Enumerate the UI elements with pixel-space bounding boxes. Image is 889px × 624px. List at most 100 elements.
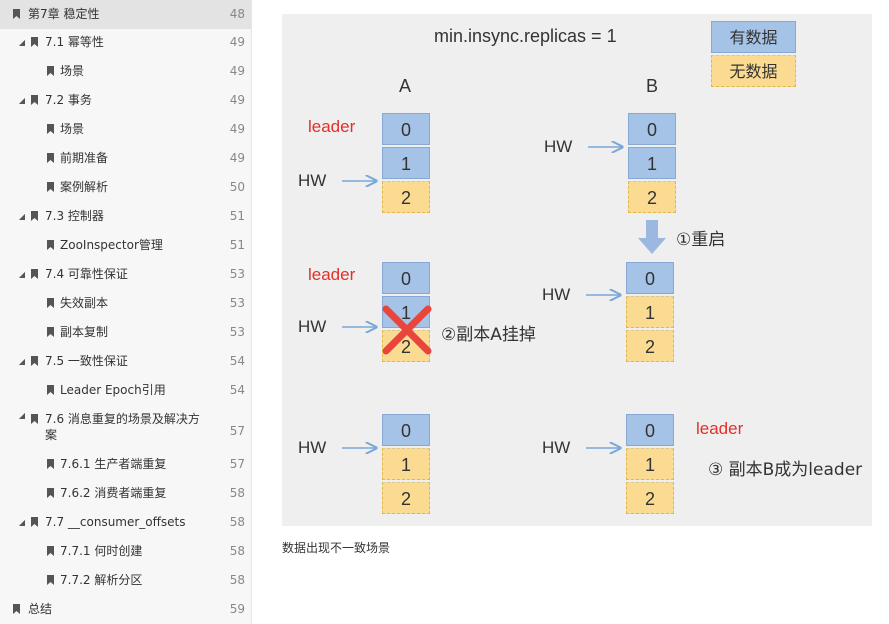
- hw-label: HW: [542, 438, 571, 457]
- leader-label: leader: [308, 265, 356, 284]
- toc-page: 58: [229, 573, 245, 587]
- toc-item-7-2-scene[interactable]: 场景 49: [0, 115, 251, 144]
- toc-item-7-6[interactable]: ◢ 7.6 消息重复的场景及解决方案 57: [0, 405, 251, 449]
- toc-page: 49: [229, 151, 245, 165]
- log-entry: 2: [382, 482, 430, 514]
- bookmark-icon: [31, 37, 38, 47]
- legend-no-data: 无数据: [711, 55, 796, 87]
- bookmark-icon: [13, 604, 20, 614]
- toc-item-summary[interactable]: 总结 59: [0, 595, 251, 624]
- log-entry: 0: [382, 262, 430, 294]
- toc-item-7-7-1[interactable]: 7.7.1 何时创建 58: [0, 537, 251, 566]
- toc-item-chapter7[interactable]: 第7章 稳定性 48: [0, 0, 251, 29]
- toc-label: 场景: [60, 64, 85, 78]
- toc-item-7-1[interactable]: ◢ 7.1 幂等性 49: [0, 28, 251, 57]
- toc-item-7-1-scene[interactable]: 场景 49: [0, 57, 251, 86]
- step-crash-label: ②副本A挂掉: [441, 325, 536, 345]
- collapse-triangle-icon[interactable]: ◢: [18, 518, 26, 527]
- toc-page: 53: [229, 296, 245, 310]
- toc-item-7-5[interactable]: ◢ 7.5 一致性保证 54: [0, 347, 251, 376]
- bookmark-icon: [31, 517, 38, 527]
- down-arrow-icon: [638, 220, 666, 254]
- bookmark-icon: [31, 356, 38, 366]
- toc-item-7-7[interactable]: ◢ 7.7 __consumer_offsets 58: [0, 508, 251, 537]
- log-entry: 2: [626, 330, 674, 362]
- collapse-triangle-icon[interactable]: ◢: [18, 96, 26, 105]
- hw-label: HW: [298, 317, 327, 336]
- legend-has-data: 有数据: [711, 21, 796, 53]
- toc-label: 7.1 幂等性: [45, 35, 104, 49]
- log-entry: 1: [626, 296, 674, 328]
- collapse-triangle-icon[interactable]: ◢: [18, 212, 26, 221]
- toc-label: 7.4 可靠性保证: [45, 267, 128, 281]
- toc-item-7-7-2[interactable]: 7.7.2 解析分区 58: [0, 566, 251, 595]
- bookmark-icon: [47, 153, 54, 163]
- hw-label: HW: [298, 438, 327, 457]
- collapse-triangle-icon[interactable]: ◢: [18, 357, 26, 366]
- bookmark-icon: [47, 488, 54, 498]
- bookmark-icon: [47, 240, 54, 250]
- bookmark-icon: [47, 66, 54, 76]
- bookmark-icon: [47, 182, 54, 192]
- toc-label: 7.5 一致性保证: [45, 354, 128, 368]
- toc-label: 总结: [28, 602, 53, 616]
- toc-page: 59: [229, 602, 245, 616]
- toc-page: 49: [229, 122, 245, 136]
- figure-caption: 数据出现不一致场景: [282, 541, 391, 555]
- bookmark-icon: [31, 269, 38, 279]
- toc-label: ZooInspector管理: [60, 238, 163, 252]
- bookmark-icon: [47, 327, 54, 337]
- toc-item-7-4[interactable]: ◢ 7.4 可靠性保证 53: [0, 260, 251, 289]
- toc-item-7-3[interactable]: ◢ 7.3 控制器 51: [0, 202, 251, 231]
- toc-label: 第7章 稳定性: [28, 7, 100, 21]
- toc-item-7-2-case[interactable]: 案例解析 50: [0, 173, 251, 202]
- toc-page: 54: [229, 383, 245, 397]
- collapse-triangle-icon[interactable]: ◢: [18, 270, 26, 279]
- hw-label: HW: [298, 171, 327, 190]
- hw-label: HW: [542, 285, 571, 304]
- toc-item-7-2[interactable]: ◢ 7.2 事务 49: [0, 86, 251, 115]
- diagram-arrows: [342, 14, 666, 526]
- toc-label: 失效副本: [60, 296, 109, 310]
- log-entry: 1: [628, 147, 676, 179]
- replica-diagram: min.insync.replicas = 1 有数据 无数据 A B lead…: [282, 14, 872, 526]
- log-entry: 2: [626, 482, 674, 514]
- toc-item-7-6-2[interactable]: 7.6.2 消费者端重复 58: [0, 479, 251, 508]
- bookmark-icon: [47, 124, 54, 134]
- log-entry: 2: [628, 181, 676, 213]
- toc-label: 7.7.2 解析分区: [60, 573, 143, 587]
- toc-page: 51: [229, 209, 245, 223]
- toc-page: 50: [229, 180, 245, 194]
- toc-page: 58: [229, 486, 245, 500]
- bookmark-icon: [47, 546, 54, 556]
- bookmark-icon: [31, 95, 38, 105]
- collapse-triangle-icon[interactable]: ◢: [18, 38, 26, 47]
- toc-label: 7.6 消息重复的场景及解决方案: [45, 412, 200, 442]
- toc-item-7-3-zoo[interactable]: ZooInspector管理 51: [0, 231, 251, 260]
- log-entry: 1: [626, 448, 674, 480]
- toc-item-7-5-epoch[interactable]: Leader Epoch引用 54: [0, 376, 251, 405]
- bookmark-icon: [47, 385, 54, 395]
- toc-label: 7.2 事务: [45, 93, 92, 107]
- log-entry: 0: [382, 113, 430, 145]
- bookmark-icon: [47, 575, 54, 585]
- toc-page: 58: [229, 544, 245, 558]
- toc-item-7-4-failed[interactable]: 失效副本 53: [0, 289, 251, 318]
- toc-label: Leader Epoch引用: [60, 383, 166, 397]
- bookmark-icon: [47, 298, 54, 308]
- toc-page: 49: [229, 64, 245, 78]
- toc-item-7-6-1[interactable]: 7.6.1 生产者端重复 57: [0, 450, 251, 479]
- toc-page: 54: [229, 354, 245, 368]
- bookmark-icon: [47, 459, 54, 469]
- toc-page: 53: [229, 267, 245, 281]
- bookmark-icon: [13, 9, 20, 19]
- toc-label: 副本复制: [60, 325, 109, 339]
- toc-label: 前期准备: [60, 151, 109, 165]
- toc-item-7-4-replica[interactable]: 副本复制 53: [0, 318, 251, 347]
- bookmark-icon: [31, 211, 38, 221]
- toc-item-7-2-prep[interactable]: 前期准备 49: [0, 144, 251, 173]
- toc-page: 53: [229, 325, 245, 339]
- collapse-triangle-icon[interactable]: ◢: [18, 411, 26, 420]
- replica-a-label: A: [399, 76, 412, 96]
- toc-page: 49: [229, 35, 245, 49]
